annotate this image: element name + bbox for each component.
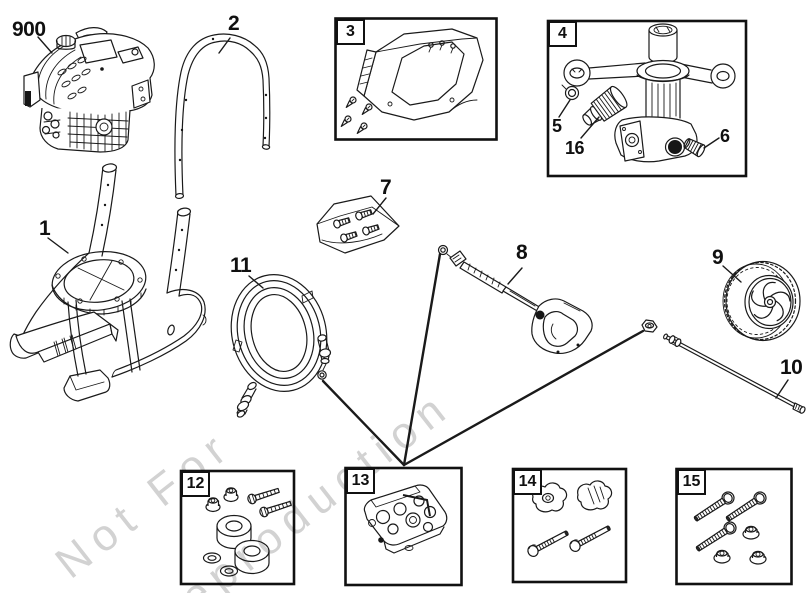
- base-plate-kit-box: [344, 466, 463, 587]
- bolt-kit-box: [675, 467, 793, 586]
- leader-6: [703, 137, 720, 149]
- callout-frame: 1: [39, 217, 51, 240]
- leader-16: [580, 116, 600, 139]
- callout-handle: 2: [228, 12, 240, 35]
- handle-illustration: [174, 33, 271, 200]
- hose-illustration: [230, 274, 332, 418]
- callout-wheel: 9: [712, 246, 724, 269]
- leader-5: [558, 99, 571, 118]
- kit-link-lines: [321, 252, 645, 467]
- callout-outlet-fitting: 6: [720, 126, 730, 146]
- leader-lines: [37, 36, 789, 399]
- callout-spray-gun: 8: [516, 241, 528, 264]
- outlet-fitting: [683, 138, 706, 158]
- callout-engine: 900: [12, 18, 46, 41]
- callout-inlet-coupling: 16: [565, 138, 585, 158]
- kit-plate-14: 14: [513, 469, 542, 495]
- thermal-relief-ring: [561, 84, 580, 101]
- fastener-bag-illustration: [316, 195, 400, 254]
- callout-fastener-bag: 7: [380, 176, 392, 199]
- wheel-illustration: [722, 260, 801, 342]
- kit-plate-4: 4: [548, 21, 577, 47]
- spray-gun-illustration: [437, 244, 593, 355]
- callout-hose: 11: [230, 254, 252, 277]
- callout-thermal-relief: 5: [552, 116, 562, 136]
- kit-plate-13: 13: [346, 468, 375, 494]
- kit-plate-15: 15: [677, 469, 706, 495]
- callout-axle: 10: [780, 356, 803, 379]
- frame-illustration: [9, 163, 207, 402]
- gun-o-ring: [437, 244, 449, 256]
- kit-plate-3: 3: [336, 19, 365, 45]
- engine-illustration: [23, 27, 155, 153]
- axle-nut: [641, 319, 658, 333]
- isolator-kit-box: [179, 469, 296, 586]
- panel-kit-box: [334, 17, 498, 141]
- hose-o-ring: [317, 370, 327, 380]
- pump-kit-box: [546, 19, 748, 178]
- kit-plate-12: 12: [181, 471, 210, 497]
